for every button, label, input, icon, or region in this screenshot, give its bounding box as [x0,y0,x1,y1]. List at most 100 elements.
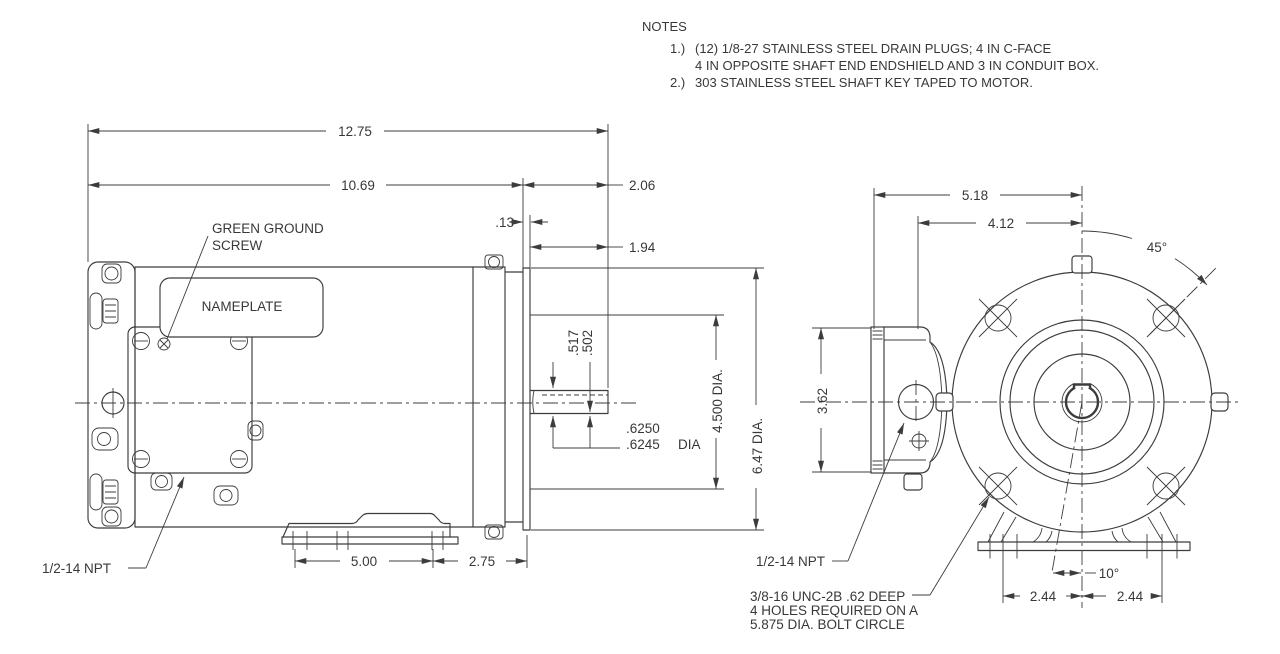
end-bottom-extension-lines [1002,557,1163,603]
side-view-motor-outline: NAMEPLATE [75,254,640,550]
foot-base-plate [281,536,459,545]
cap-screw-bottom [104,509,119,524]
ground-screw-leader [166,235,209,340]
cap-screw-top [104,266,119,281]
dim-rabbet-text: 4.500 DIA. [710,369,725,433]
dim-shaft-length-text: 1.94 [629,240,656,255]
end-foot-plate [977,541,1191,552]
dim-box-width-text: 4.12 [988,216,1014,231]
dim-foot-text: 5.00 [351,554,377,569]
note-1-line-2: 4 IN OPPOSITE SHAFT END ENDSHIELD AND 3 … [695,58,1099,73]
cap-screw-pad-top [101,263,122,284]
tap-note-leader [929,496,990,596]
foot-angle-line [1051,401,1083,573]
frame-body [134,266,506,528]
dim-frame-text: 6.47 DIA. [750,418,765,474]
cface-plug-bottom [484,524,504,540]
drain-plug-top [102,298,119,324]
notes-title: NOTES [642,19,687,34]
bottom-extension-lines [294,535,528,568]
shaft [529,389,609,415]
note-2-line-1: 303 STAINLESS STEEL SHAFT KEY TAPED TO M… [695,75,1033,90]
nameplate [159,277,324,338]
note-1-prefix: 1.) [670,41,685,56]
cover-hatch [872,330,883,470]
shaft-chamfer [532,390,535,414]
cface-plug-top-head [488,256,500,268]
small-hole-centermark [909,431,929,451]
end-npt-leader [847,422,905,562]
cface-flange [522,267,531,531]
cap-tab [91,427,119,451]
dim-foot-right-text: 2.44 [1117,589,1144,604]
dim-width-text: 5.18 [962,188,988,203]
dim-rabbet-extensions [530,314,724,490]
dim-shaft-dia-lower: .6245 [626,437,660,452]
box-bottom-plug [903,473,923,491]
cap-screw-pad-bottom [101,506,122,527]
foot-gussets [987,511,1177,543]
box-bottom-tab-1 [150,472,173,491]
cface-bolt-holes [978,298,1186,506]
end-foot-ticks [989,534,1178,559]
ground-screw-label-1: GREEN GROUND [212,221,324,236]
dim-shaft-dia-suffix: DIA [678,437,701,452]
side-npt-leader [145,476,185,569]
dim-foot-face-text: 2.75 [469,554,495,569]
tap-note-line-1: 3/8-16 UNC-2B .62 DEEP [750,589,905,604]
side-npt-label: 1/2-14 NPT [42,561,111,576]
cface-neck [504,271,524,523]
foot-hole-ticks [292,531,444,550]
dim-45-text: 45° [1147,240,1167,255]
tap-note-line-3: 5.875 DIA. BOLT CIRCLE [750,617,905,632]
note-1-line-1: (12) 1/8-27 STAINLESS STEEL DRAIN PLUGS;… [695,41,1051,56]
bolt-hole-45-line [1149,267,1217,335]
end-conduit-box-lips [884,339,926,461]
cface-plug-bottom-head [488,526,500,538]
box-bottom-tab-2-hole [219,489,233,502]
dim-45-arc-b [1174,258,1208,286]
end-view-motor-outline [800,186,1240,608]
notes-block: NOTES 1.) (12) 1/8-27 STAINLESS STEEL DR… [642,19,1099,90]
drain-plug-slot-bottom [89,473,103,511]
dim-shaft-dia-upper: .6250 [626,421,660,436]
dim-box-height-text: 3.62 [815,388,830,414]
ground-screw [157,337,171,351]
shaft-keyway [1072,383,1092,389]
foot-profile [282,512,451,538]
dim-gap-text: .13 [495,215,514,230]
end-npt-label: 1/2-14 NPT [756,554,825,569]
box-bottom-tab-2 [213,485,239,506]
end-view-dimensions: 5.18 4.12 45° 3.62 10° 2.44 2.4 [750,188,1208,632]
end-view: 5.18 4.12 45° 3.62 10° 2.44 2.4 [750,186,1240,632]
drain-plug-slot-top [89,292,103,330]
conduit-box-screws [132,332,248,468]
conduit-box [127,326,253,474]
end-conduit-box-cover [870,326,885,474]
note-2-prefix: 2.) [670,75,685,90]
dim-foot-left-text: 2.44 [1030,589,1057,604]
side-view: NAMEPLATE 12.75 10.69 2.06 .13 [42,124,765,576]
ground-screw-label-2: SCREW [212,238,263,253]
center-foot-flares [1032,527,1132,543]
dim-box-height-extensions [812,327,871,473]
dim-frame-extensions [531,267,764,531]
dim-shaft-end-text: 2.06 [629,178,655,193]
end-top-extension-lines [873,188,919,329]
dim-45-arc-a [1081,230,1133,239]
dim-keyseat-upper: .517 [566,330,581,356]
tap-note-line-2: 4 HOLES REQUIRED ON A [750,603,918,618]
drain-plug-bottom-hatch [105,485,116,499]
box-side-tab-hole [249,424,262,437]
drain-plug-top-hatch [105,304,116,318]
dim-overall-text: 12.75 [338,124,372,139]
dim-10-text: 10° [1099,566,1119,581]
box-bottom-tab-1-hole [155,475,168,488]
cface-plug-top [484,254,504,270]
cap-tab-hole [97,432,111,446]
side-view-dimensions: 12.75 10.69 2.06 .13 1.94 .517 .502 [42,124,765,576]
dim-keyseat-lower: .502 [580,330,595,356]
box-side-tab [247,420,264,441]
